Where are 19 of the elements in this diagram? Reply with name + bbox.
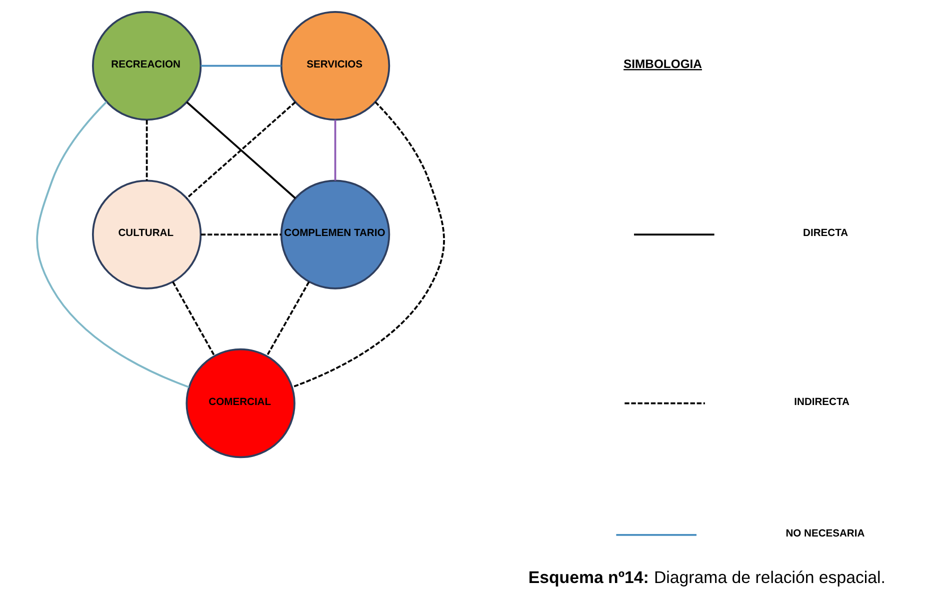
legend-label: INDIRECTA bbox=[794, 396, 850, 408]
connector bbox=[36, 101, 190, 388]
connector bbox=[292, 101, 445, 388]
node-circle: SERVICIOS bbox=[280, 10, 390, 121]
node-circle: RECREACION bbox=[92, 10, 202, 121]
caption: Esquema nº14: Diagrama de relación espacial. bbox=[528, 568, 886, 588]
connector bbox=[200, 234, 282, 236]
node-circle: COMPLEMEN TARIO bbox=[280, 180, 390, 290]
legend-label: NO NECESARIA bbox=[786, 528, 865, 540]
node-circle: CULTURAL bbox=[92, 180, 202, 290]
connector bbox=[186, 101, 296, 199]
connector bbox=[146, 120, 148, 181]
connector bbox=[200, 64, 282, 67]
connector bbox=[266, 281, 310, 357]
node-circle: COMERCIAL bbox=[186, 348, 296, 458]
label: SIMBOLOGIA bbox=[624, 57, 702, 72]
connector bbox=[334, 120, 336, 181]
connector bbox=[172, 282, 216, 356]
legend-label: DIRECTA bbox=[803, 228, 848, 240]
